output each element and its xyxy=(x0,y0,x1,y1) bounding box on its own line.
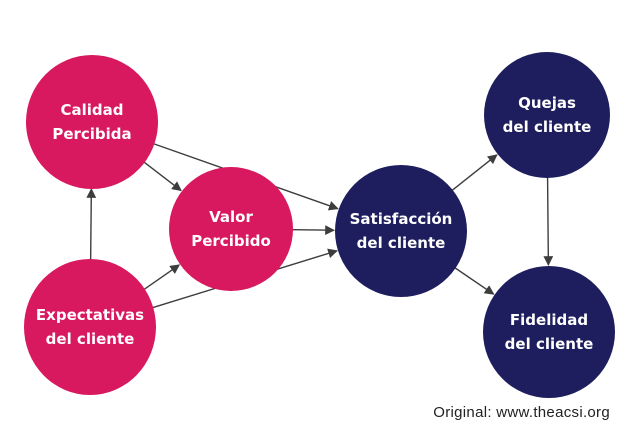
arrow-expectativas-to-valor xyxy=(142,264,181,291)
node-valor-percibido: Valor Percibido xyxy=(169,167,293,291)
node-quejas-del-cliente: Quejas del cliente xyxy=(484,52,610,178)
node-expectativas-del-cliente: Expectativas del cliente xyxy=(24,259,156,395)
arrow-satisfaccion-to-fidelidad xyxy=(454,267,495,295)
arrow-expectativas-to-calidad xyxy=(86,188,97,263)
node-satisfaccion-del-cliente: Satisfacción del cliente xyxy=(335,165,467,297)
source-credit: Original: www.theacsi.org xyxy=(433,404,610,421)
arrow-calidad-to-valor xyxy=(143,161,182,192)
node-calidad-percibida: Calidad Percibida xyxy=(26,55,158,189)
node-fidelidad-del-cliente: Fidelidad del cliente xyxy=(483,266,615,398)
arrow-quejas-to-fidelidad xyxy=(543,176,554,266)
arrow-satisfaccion-to-quejas xyxy=(451,154,498,192)
